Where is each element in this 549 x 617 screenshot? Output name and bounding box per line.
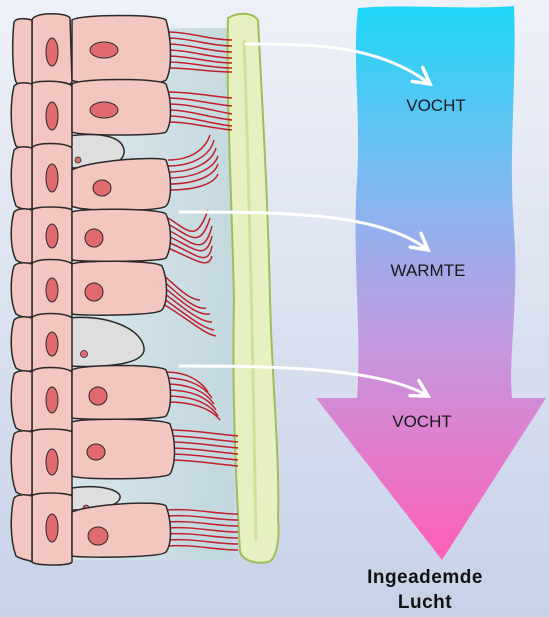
moisture-label-bottom: VOCHT — [362, 412, 482, 432]
moisture-label-top: VOCHT — [376, 96, 496, 116]
basal-cell-nuclei — [46, 38, 58, 542]
inhaled-air-caption: Ingeademde Lucht — [330, 565, 520, 615]
warmth-label: WARMTE — [368, 261, 488, 281]
caption-line-2: Lucht — [330, 590, 520, 615]
caption-line-1: Ingeademde — [330, 565, 520, 590]
basal-cells — [11, 14, 72, 565]
